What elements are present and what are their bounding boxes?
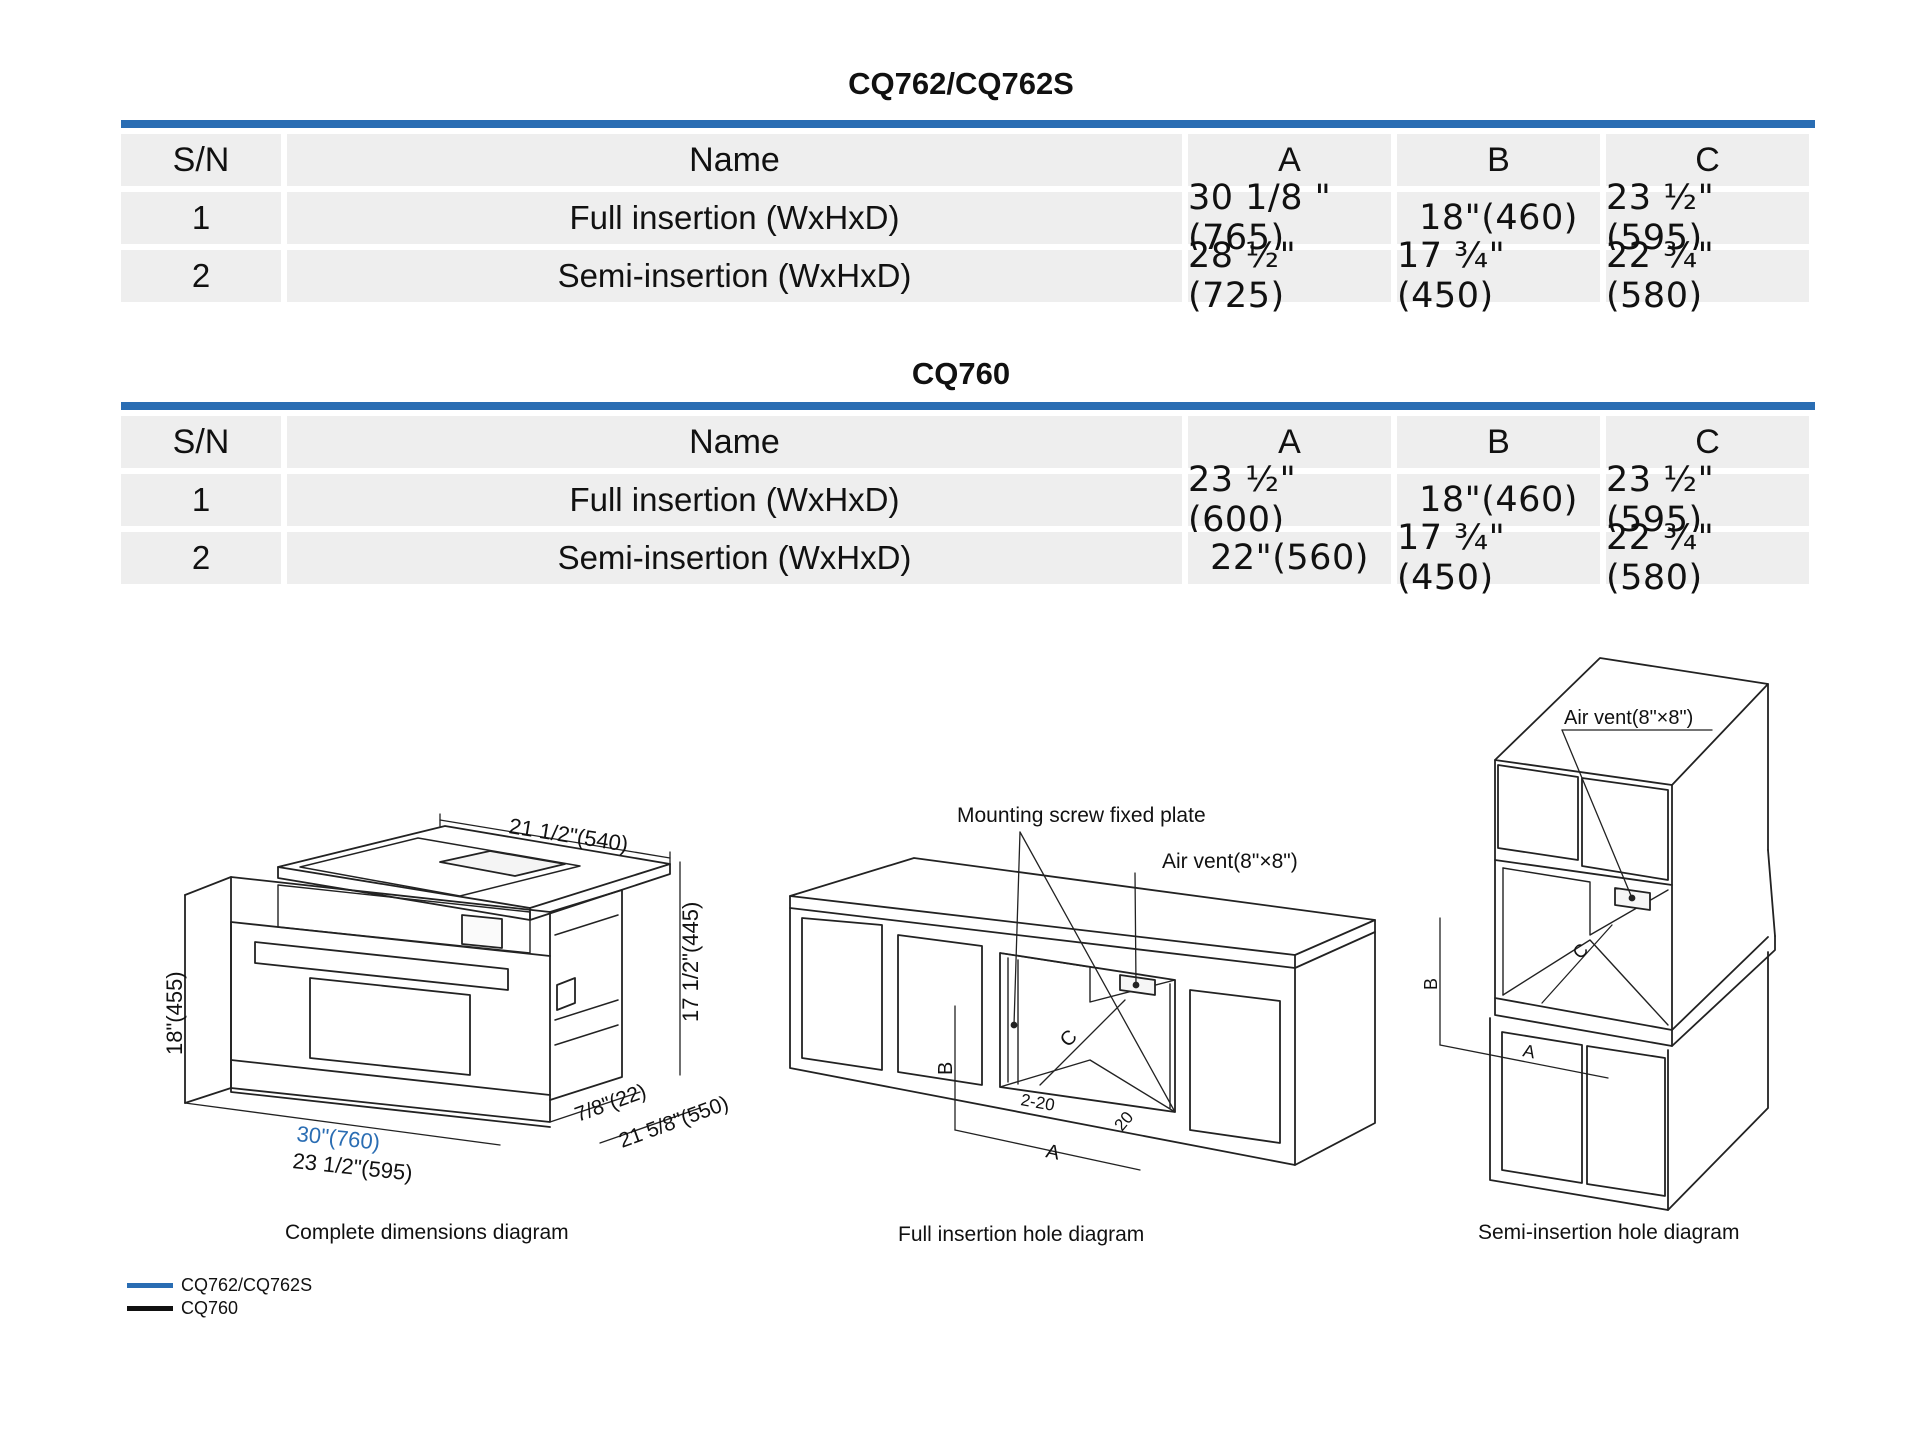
cell-sn: 2 <box>121 250 281 302</box>
table-header-row: S/N Name A B C <box>121 416 1815 468</box>
table-row: 1 Full insertion (WxHxD) 30 1/8 "(765) 1… <box>121 178 1815 258</box>
dim-a-label: A <box>1521 1040 1537 1062</box>
cell-name: Semi-insertion (WxHxD) <box>287 532 1182 584</box>
cell-c: 22 ¾"(580) <box>1606 518 1809 598</box>
dim-a-label: A <box>1044 1140 1062 1164</box>
air-vent-label: Air vent(8"×8") <box>1162 850 1298 873</box>
table-title-cq760: CQ760 <box>911 356 1011 391</box>
cell-name: Full insertion (WxHxD) <box>287 192 1182 244</box>
dim-left-label: 18"(455) <box>162 971 187 1055</box>
caption-semi-insertion: Semi-insertion hole diagram <box>1478 1221 1740 1244</box>
air-vent-label: Air vent(8"×8") <box>1564 707 1693 729</box>
table-row: 2 Semi-insertion (WxHxD) 28 ½"(725) 17 ¾… <box>121 236 1815 316</box>
table-title-cq762: CQ762/CQ762S <box>848 66 1074 101</box>
legend-item: CQ762/CQ762S <box>127 1274 312 1297</box>
header-sn: S/N <box>121 416 281 468</box>
header-c: C <box>1606 134 1809 186</box>
cell-sn: 1 <box>121 474 281 526</box>
spec-table-cq762: S/N Name A B C 1 Full insertion (WxHxD) … <box>121 120 1815 316</box>
full-insertion-drawing <box>789 831 1376 1171</box>
header-name: Name <box>287 134 1182 186</box>
legend: CQ762/CQ762S CQ760 <box>127 1274 312 1320</box>
semi-insertion-drawing <box>1439 657 1776 1211</box>
caption-complete-diagram: Complete dimensions diagram <box>285 1221 569 1244</box>
dim-gap-label: 7/8"(22) <box>572 1080 649 1127</box>
header-b: B <box>1397 416 1600 468</box>
cell-b: 18"(460) <box>1397 192 1600 244</box>
dim-front-black-label: 23 1/2"(595) <box>291 1148 413 1185</box>
cell-name: Full insertion (WxHxD) <box>287 474 1182 526</box>
dim-b-label: B <box>1421 978 1441 990</box>
cell-name: Semi-insertion (WxHxD) <box>287 250 1182 302</box>
header-sn: S/N <box>121 134 281 186</box>
mounting-plate-label: Mounting screw fixed plate <box>957 804 1206 827</box>
legend-label: CQ762/CQ762S <box>181 1275 313 1295</box>
header-a: A <box>1188 416 1391 468</box>
dim-top-label: 21 1/2"(540) <box>507 813 630 857</box>
cell-b: 18"(460) <box>1397 474 1600 526</box>
cell-sn: 2 <box>121 532 281 584</box>
dim-b-label: B <box>935 1062 957 1075</box>
legend-label: CQ760 <box>181 1298 239 1318</box>
legend-swatch-blue <box>127 1283 173 1288</box>
header-name: Name <box>287 416 1182 468</box>
dim-c-label: C <box>1569 939 1592 962</box>
table-row: 2 Semi-insertion (WxHxD) 22"(560) 17 ¾"(… <box>121 518 1815 598</box>
table-header-row: S/N Name A B C <box>121 134 1815 186</box>
legend-swatch-black <box>127 1306 173 1311</box>
dim-right-label: 17 1/2"(445) <box>678 902 703 1022</box>
caption-full-insertion: Full insertion hole diagram <box>898 1223 1145 1246</box>
table-header-bar <box>121 120 1815 128</box>
table-header-bar <box>121 402 1815 410</box>
cell-a: 22"(560) <box>1188 532 1391 584</box>
cell-sn: 1 <box>121 192 281 244</box>
oven-dimension-drawing <box>184 813 701 1146</box>
header-a: A <box>1188 134 1391 186</box>
header-c: C <box>1606 416 1809 468</box>
header-b: B <box>1397 134 1600 186</box>
legend-item: CQ760 <box>127 1297 312 1320</box>
spec-table-cq760: S/N Name A B C 1 Full insertion (WxHxD) … <box>121 402 1815 598</box>
